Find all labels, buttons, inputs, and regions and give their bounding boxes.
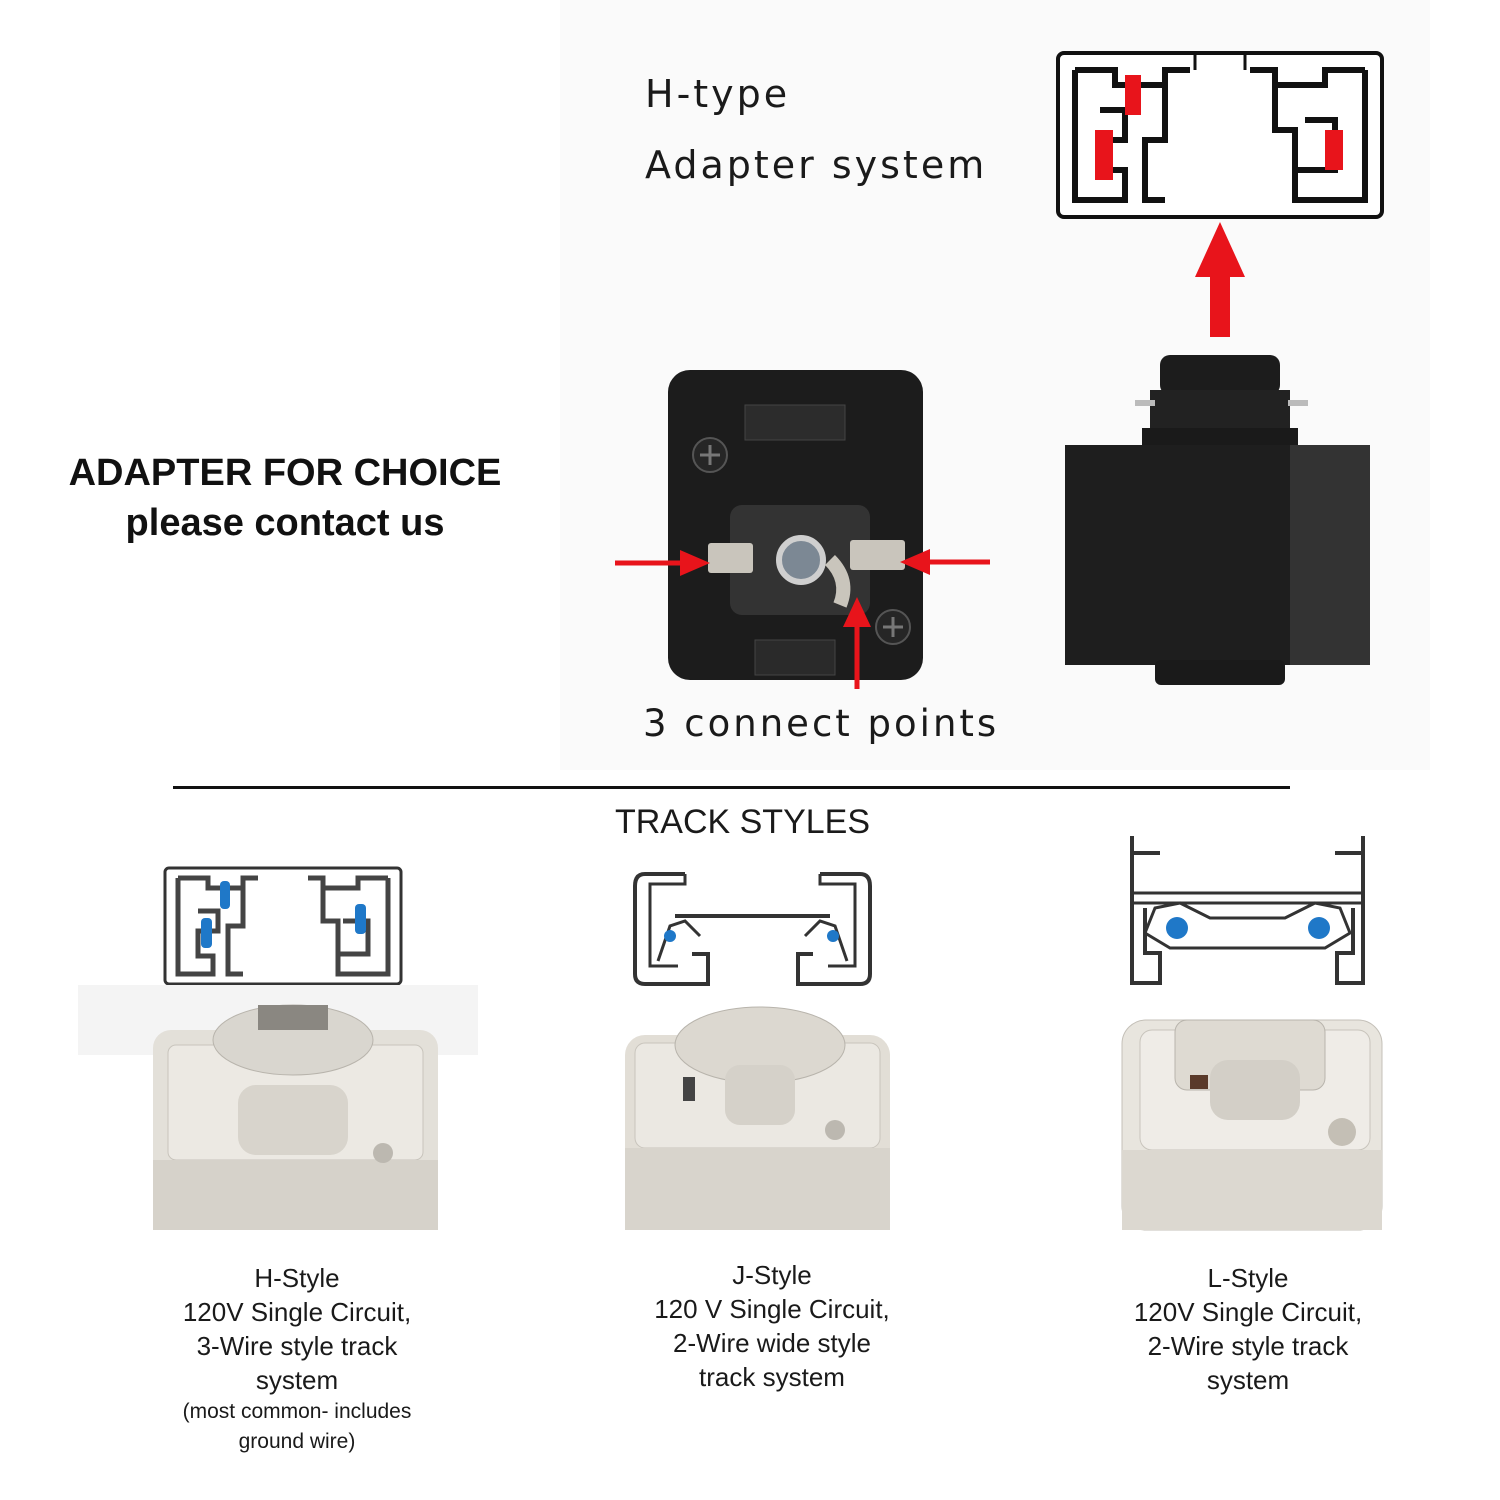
- l-style-caption: L-Style 120V Single Circuit, 2-Wire styl…: [1073, 1261, 1423, 1397]
- black-adapter-side: [1065, 355, 1370, 685]
- h-style-caption: H-Style 120V Single Circuit, 3-Wire styl…: [122, 1261, 472, 1457]
- pointer-arrow-right: [900, 549, 990, 575]
- contact-us-text: please contact us: [125, 502, 445, 544]
- pointer-arrow-left: [615, 550, 710, 576]
- h-style-note-2: ground wire): [238, 1430, 356, 1453]
- connect-points-label: 3 connect points: [643, 702, 1000, 745]
- section-divider: [173, 786, 1290, 789]
- l-style-system: system: [1206, 1365, 1290, 1395]
- pointer-arrow-up: [843, 597, 871, 689]
- h-track-profile-icon: [1056, 51, 1384, 219]
- adapter-choice-heading: ADAPTER FOR CHOICE: [68, 452, 502, 494]
- h-style-name: H-Style: [254, 1263, 340, 1293]
- l-style-adapter-photo: [1121, 1019, 1383, 1231]
- j-style-adapter-photo: [625, 1006, 890, 1230]
- h-style-system: system: [255, 1365, 339, 1395]
- l-style-wire: 2-Wire style track: [1147, 1331, 1349, 1361]
- h-track-profile-blue-icon: [163, 866, 403, 986]
- l-style-circuit: 120V Single Circuit,: [1133, 1297, 1363, 1327]
- h-type-title: H-type: [645, 72, 791, 116]
- black-adapter-front: [668, 370, 923, 680]
- l-style-name: L-Style: [1207, 1263, 1289, 1293]
- j-style-caption: J-Style 120 V Single Circuit, 2-Wire wid…: [597, 1258, 947, 1394]
- j-style-circuit: 120 V Single Circuit,: [654, 1294, 890, 1324]
- j-style-wire: 2-Wire wide style: [673, 1328, 871, 1358]
- up-arrow-icon: [1195, 222, 1245, 337]
- h-style-adapter-photo: [78, 985, 478, 1230]
- h-style-note-1: (most common- includes: [182, 1400, 412, 1423]
- h-style-circuit: 120V Single Circuit,: [182, 1297, 412, 1327]
- j-style-name: J-Style: [732, 1260, 812, 1290]
- l-track-profile-icon: [1130, 836, 1365, 985]
- track-styles-title: TRACK STYLES: [614, 803, 871, 841]
- h-style-wire: 3-Wire style track: [196, 1331, 398, 1361]
- j-style-system: track system: [699, 1362, 845, 1392]
- j-track-profile-icon: [633, 872, 872, 986]
- adapter-system-title: Adapter system: [645, 143, 988, 187]
